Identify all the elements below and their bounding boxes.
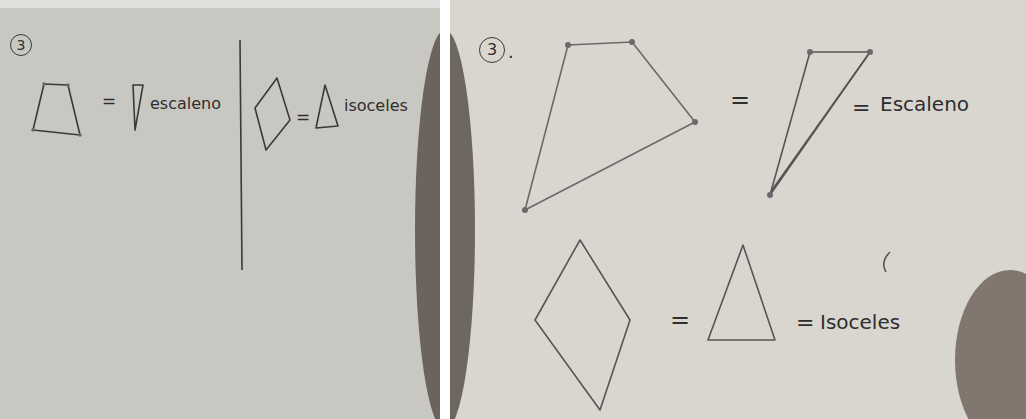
paper-edge: [0, 0, 440, 8]
trapezoid: [33, 84, 80, 135]
symbol: =: [796, 312, 814, 334]
symbol: =: [102, 93, 116, 110]
symbol: =: [730, 88, 750, 112]
rhombus: [255, 78, 290, 150]
paper-left: [0, 0, 440, 419]
triangle-type: Isoceles: [820, 312, 900, 332]
pen-mark: [884, 252, 890, 272]
symbol: =: [670, 308, 690, 332]
exercise-number: 3: [487, 42, 497, 58]
rhombus: [535, 240, 630, 410]
symbol: .: [508, 43, 514, 61]
circled-number: 3: [479, 37, 505, 63]
retrace-line: [772, 55, 868, 190]
gap: [440, 0, 450, 419]
triangle-type: escaleno: [150, 96, 221, 112]
isosceles-triangle: [316, 85, 338, 128]
isosceles-triangle: [708, 245, 775, 340]
triangle-type: Escaleno: [880, 94, 969, 114]
exercise-number: 3: [17, 38, 26, 52]
symbol: =: [852, 97, 870, 119]
circled-number: 3: [10, 34, 32, 56]
scalene-triangle: [770, 52, 870, 195]
shadow: [955, 270, 1026, 419]
symbol: =: [296, 109, 310, 126]
paper-right: [450, 0, 1026, 419]
triangle-type: isoceles: [344, 98, 408, 114]
quadrilateral: [525, 42, 695, 210]
scalene-triangle: [133, 85, 143, 130]
divider-line: [240, 40, 242, 270]
